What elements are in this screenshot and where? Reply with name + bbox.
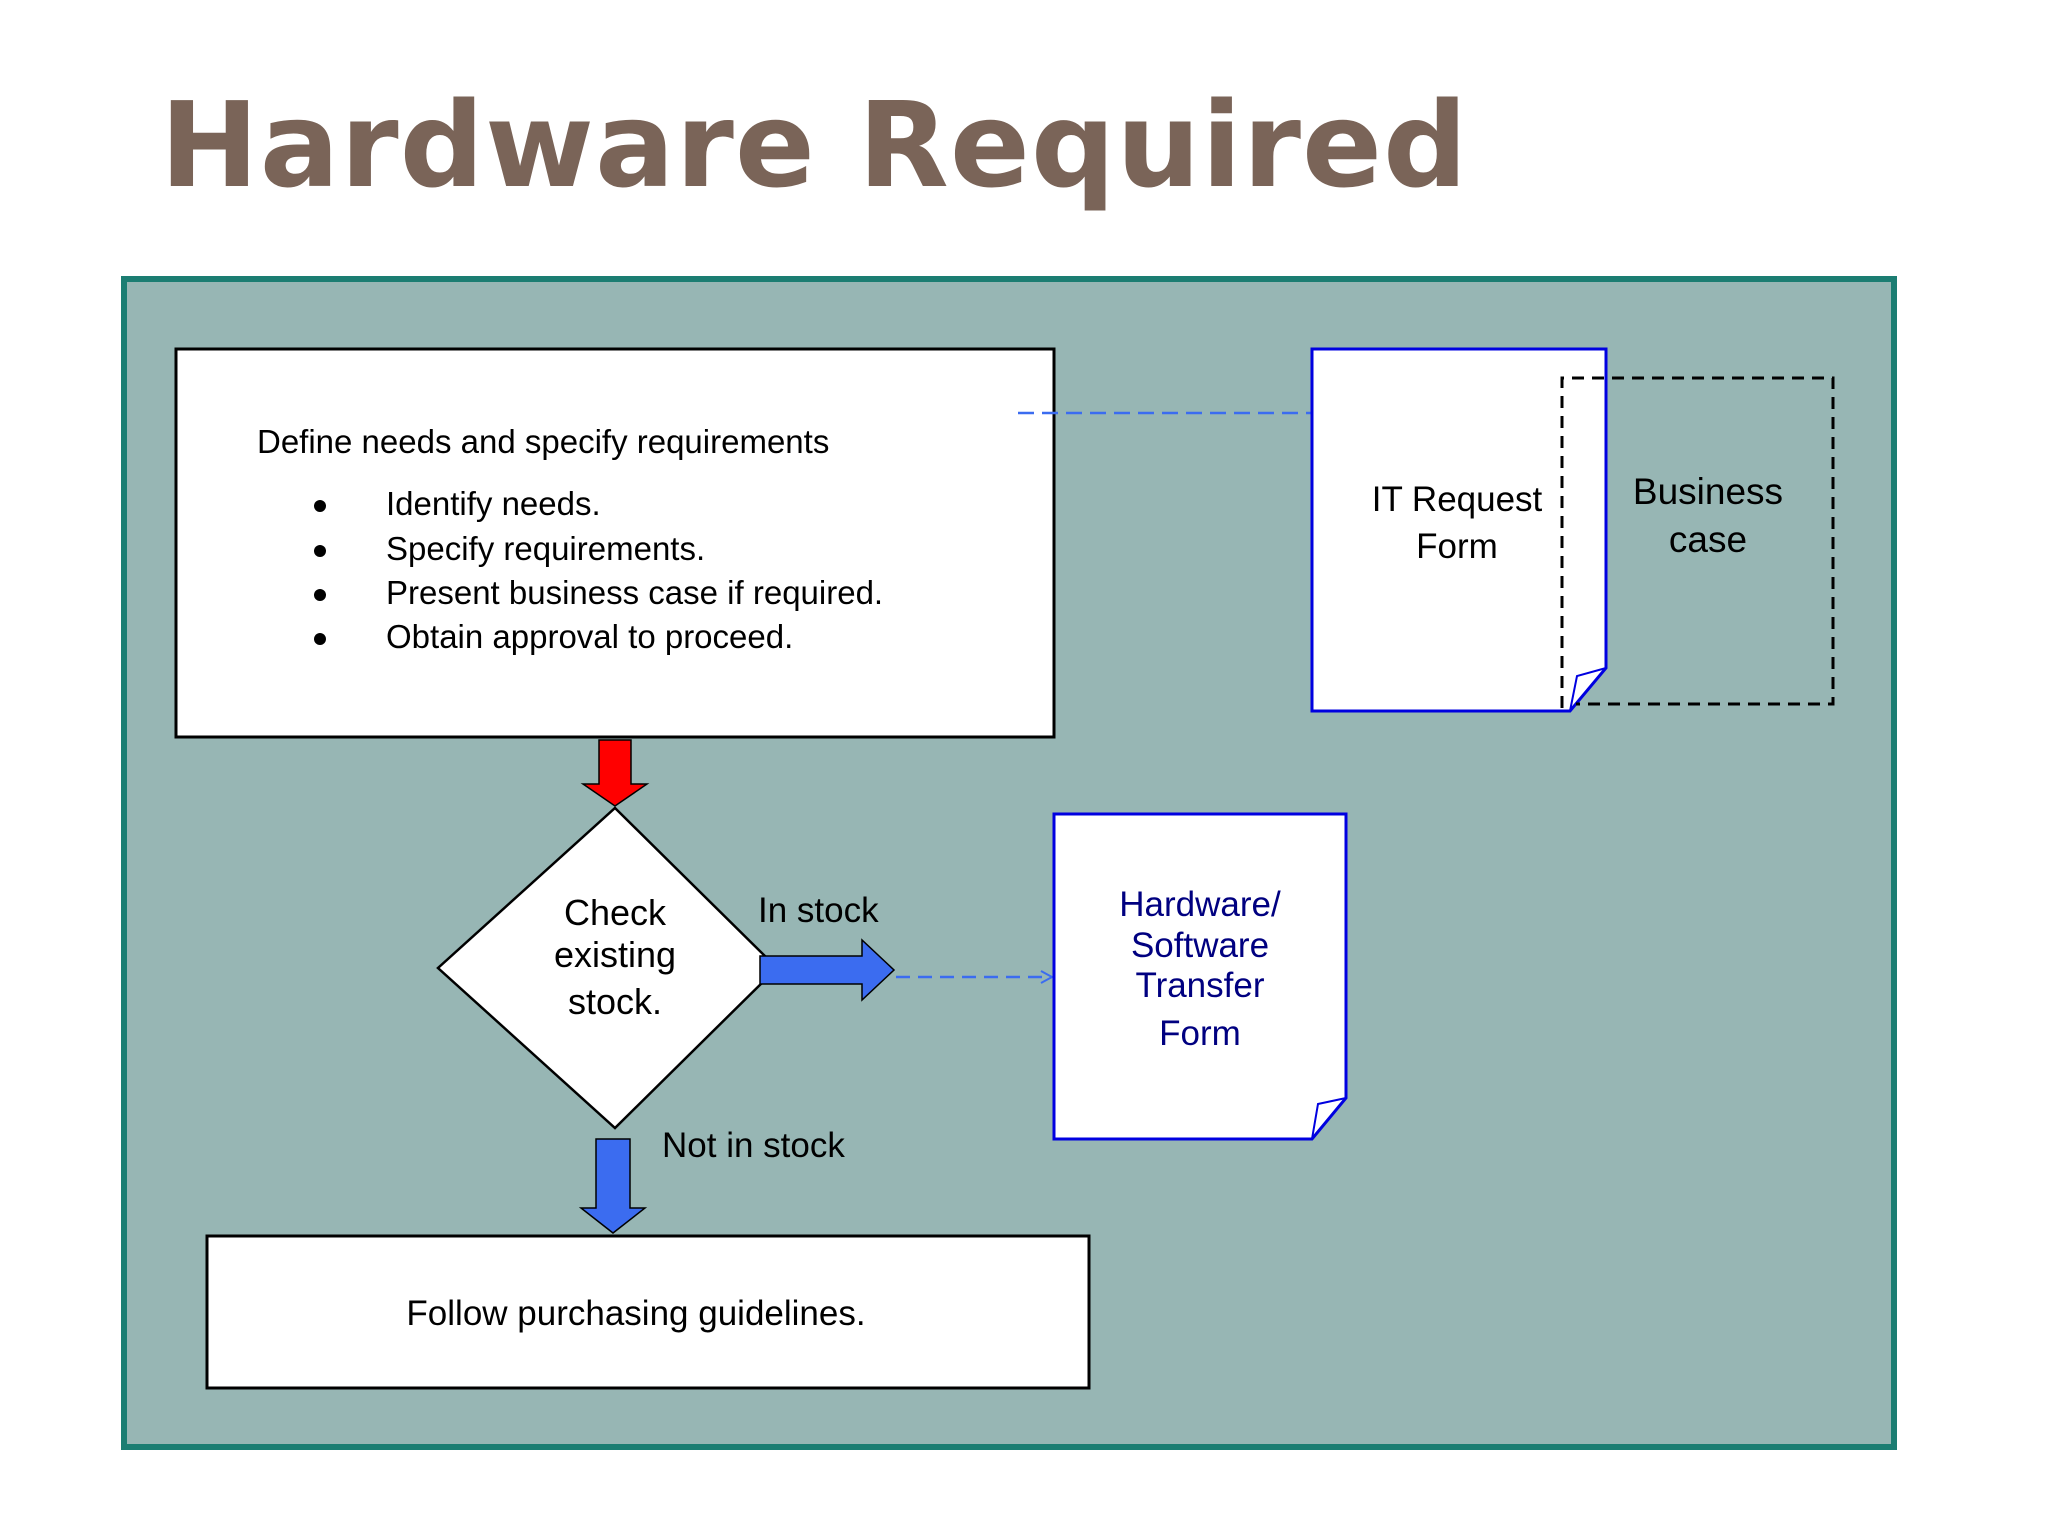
business-case-label-line1: Business: [1633, 471, 1783, 512]
transfer-form-label-line1: Hardware/: [1119, 885, 1281, 924]
red-down-arrow: [580, 739, 650, 807]
transfer-form-document: Hardware/ Software Transfer Form: [1052, 812, 1348, 1141]
define-needs-heading: Define needs and specify requirements: [257, 423, 829, 460]
transfer-form-label-line2: Software: [1131, 926, 1269, 965]
slide-title: Hardware Required: [160, 76, 1469, 214]
decision-label-line3: stock.: [568, 981, 662, 1022]
in-stock-label: In stock: [758, 891, 879, 930]
it-request-form-document: IT Request Form: [1310, 347, 1608, 713]
business-case-box: Business case: [1560, 376, 1835, 708]
it-request-form-page: [1310, 347, 1608, 713]
define-needs-box-frame: [174, 347, 1056, 739]
bullet-dot: [314, 589, 326, 601]
purchasing-box-label: Follow purchasing guidelines.: [406, 1294, 865, 1333]
transfer-form-label-line4: Form: [1159, 1014, 1241, 1053]
bullet-item: Identify needs.: [386, 485, 601, 522]
it-request-form-label-line1: IT Request: [1372, 480, 1543, 519]
page-curl: [1569, 667, 1607, 712]
purchasing-guidelines-box: Follow purchasing guidelines.: [205, 1234, 1091, 1390]
bullet-item: Specify requirements.: [386, 530, 705, 567]
bullet-dot: [314, 500, 326, 512]
define-needs-box: Define needs and specify requirements Id…: [174, 347, 1056, 739]
bullet-dot: [314, 633, 326, 645]
bullet-item: Obtain approval to proceed.: [386, 618, 793, 655]
not-in-stock-label: Not in stock: [662, 1126, 845, 1165]
bullet-item: Present business case if required.: [386, 574, 883, 611]
business-case-label-line2: case: [1669, 519, 1747, 560]
check-stock-decision: Check existing stock.: [436, 806, 779, 1130]
it-request-form-label-line2: Form: [1416, 527, 1498, 566]
decision-label-line2: existing: [554, 934, 676, 975]
business-case-dashed-frame: [1560, 376, 1835, 708]
purchasing-box-frame: [205, 1234, 1091, 1390]
blue-right-arrow: [759, 938, 896, 1002]
decision-label-line1: Check: [564, 892, 667, 933]
transfer-form-label-line3: Transfer: [1135, 966, 1264, 1005]
blue-down-arrow: [578, 1138, 648, 1234]
page-curl: [1311, 1097, 1347, 1140]
decision-diamond: [436, 806, 779, 1130]
bullet-dot: [314, 545, 326, 557]
transfer-form-page: [1052, 812, 1348, 1141]
